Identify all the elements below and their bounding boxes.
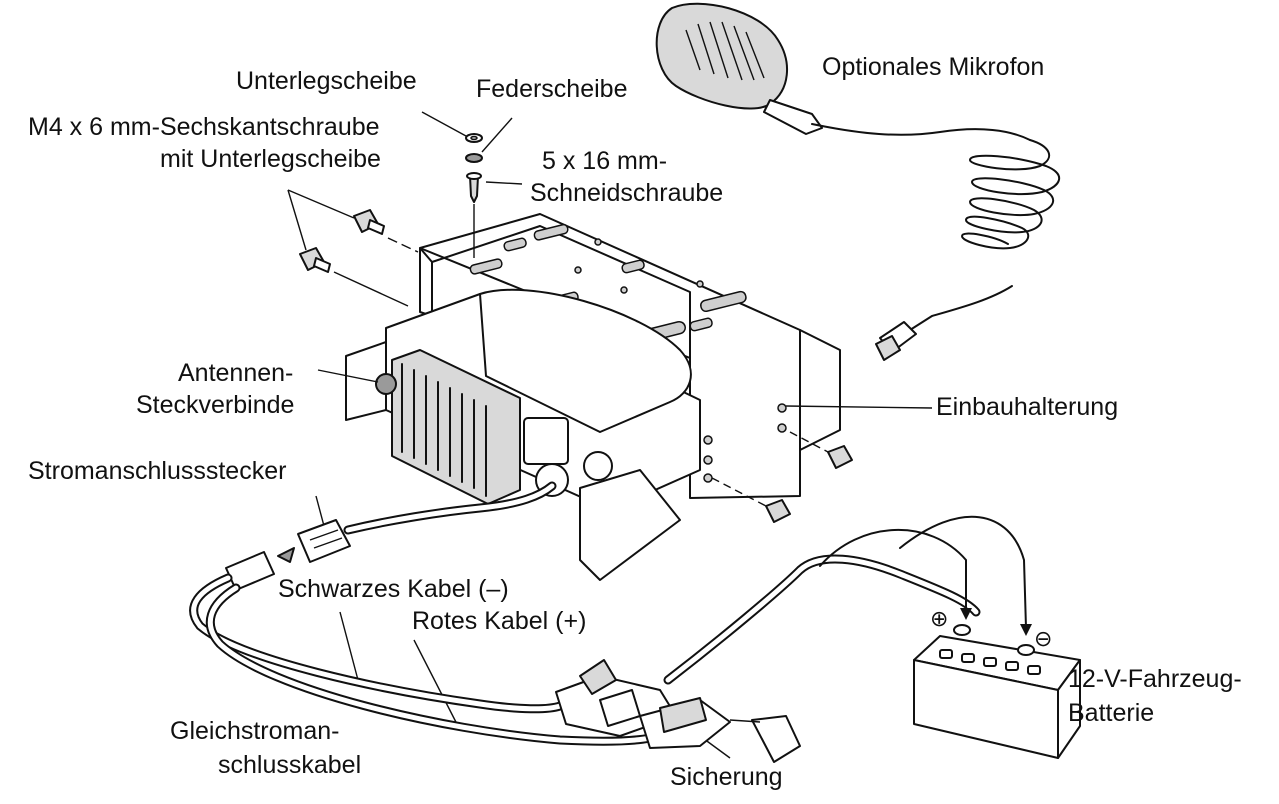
radio-unit-icon: [345, 288, 841, 581]
label-hex-screw-line1: M4 x 6 mm-Sechskantschraube: [28, 113, 380, 141]
spring-washer-icon: [465, 153, 483, 163]
label-mounting-bracket: Einbauhalterung: [936, 393, 1119, 421]
washer-icon: [465, 133, 483, 143]
label-hex-screw-line2: mit Unterlegscheibe: [160, 145, 381, 173]
label-spring-washer: Federscheibe: [476, 75, 628, 103]
label-antenna-line2: Steckverbinde: [136, 391, 295, 419]
label-tapping-screw-line1: 5 x 16 mm-: [542, 147, 668, 175]
battery-cable-icon: [663, 515, 1032, 685]
antenna-connector-icon: [375, 373, 397, 395]
hex-screw-icon: [353, 209, 385, 235]
microphone-icon: [655, 2, 1060, 361]
label-black-cable: Schwarzes Kabel (–): [278, 575, 509, 603]
label-red-cable: Rotes Kabel (+): [412, 607, 587, 635]
label-battery-line2: Batterie: [1068, 699, 1155, 727]
hex-screw-icon: [299, 247, 331, 273]
mating-connector-icon: [225, 547, 295, 591]
label-battery-line1: 12-V-Fahrzeug-: [1068, 665, 1242, 693]
minus-terminal-symbol: ⊖: [1034, 626, 1053, 651]
label-power-connector: Stromanschlussstecker: [28, 457, 287, 485]
label-dc-cable-line1: Gleichstroman-: [170, 717, 340, 745]
leader-lines: [287, 111, 933, 759]
label-antenna-line1: Antennen-: [178, 359, 294, 387]
tapping-screw-icon: [466, 172, 482, 203]
mounting-bracket-icon: [419, 213, 801, 499]
label-tapping-screw-line2: Schneidschraube: [530, 179, 724, 207]
plus-terminal-symbol: ⊕: [930, 606, 949, 631]
side-screw-icon: [789, 431, 853, 469]
label-optional-microphone: Optionales Mikrofon: [822, 53, 1045, 81]
fuse-icon: [555, 659, 801, 763]
label-fuse: Sicherung: [670, 763, 783, 791]
label-washer: Unterlegscheibe: [236, 67, 417, 95]
battery-icon: [913, 624, 1081, 759]
label-dc-cable-line2: schlusskabel: [218, 751, 362, 779]
power-connector-icon: [297, 481, 557, 563]
dc-cable-icon: [189, 573, 655, 746]
side-screw-icon: [711, 477, 791, 523]
